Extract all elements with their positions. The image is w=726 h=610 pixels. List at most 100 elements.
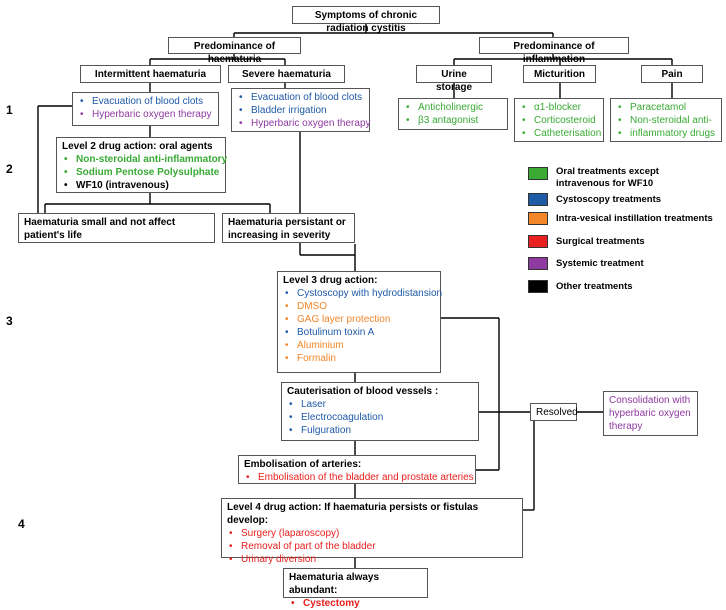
haematuria-label: Predominance of haematuria (193, 41, 276, 65)
legend-item-surgical: Surgical treatments (528, 234, 645, 248)
cauterisation-title: Cauterisation of blood vessels : (287, 386, 439, 397)
list-item: α1-blocker (520, 101, 598, 114)
list-item: Electrocoagulation (287, 411, 473, 424)
legend-swatch (528, 234, 548, 248)
legend-item-systemic: Systemic treatment (528, 256, 644, 270)
level3-title: Level 3 drug action: (283, 275, 378, 286)
legend-label-line2: intravenous for WF10 (556, 178, 654, 189)
haematuria-box: Predominance of haematuria (168, 37, 301, 65)
list-item: inflammatory drugs (616, 127, 716, 140)
list-item-continuation: inflammatory drugs (630, 128, 716, 139)
level-number-3: 3 (6, 314, 13, 328)
list-item: Removal of part of the bladder (227, 540, 517, 553)
legend-swatch (528, 256, 548, 270)
legend-item-oral: Oral treatments except intravenous for W… (528, 166, 659, 190)
haematuria-small-line2: patient's life (24, 230, 82, 241)
list-item: Non-steroidal anti-inflammatory (62, 153, 227, 166)
list-item: Sodium Pentose Polysulphate (62, 166, 220, 179)
list-item: Evacuation of blood clots (78, 95, 213, 108)
legend-label: Surgical treatments (556, 235, 645, 247)
level3-box: Level 3 drug action: Cystoscopy with hyd… (277, 271, 442, 373)
root-label: Symptoms of chronic radiation cystitis (314, 10, 418, 34)
micturition-box: Micturition (523, 65, 596, 83)
cauterisation-box: Cauterisation of blood vessels : Laser E… (281, 382, 479, 441)
level-number-4: 4 (18, 517, 25, 531)
list-item: Anticholinergic (404, 101, 502, 114)
list-item: Formalin (283, 352, 435, 365)
severe-label: Severe haematuria (242, 69, 331, 80)
inflammation-box: Predominance of inflammation (479, 37, 629, 65)
legend-item-cystoscopy: Cystoscopy treatments (528, 192, 661, 206)
haematuria-small-line1: Haematuria small and not affect (24, 217, 176, 228)
legend-swatch (528, 167, 548, 180)
list-item: Non-steroidal anti- (616, 114, 716, 127)
list-item: β3 antagonist (404, 114, 502, 127)
list-item: Laser (287, 398, 473, 411)
list-item: Catheterisation (520, 127, 601, 140)
pain-label: Pain (661, 69, 683, 80)
legend-swatch (528, 211, 548, 225)
embolisation-box: Embolisation of arteries: Embolisation o… (238, 455, 476, 484)
legend-label: Other treatments (556, 280, 633, 292)
root-box: Symptoms of chronic radiation cystitis (292, 6, 440, 34)
legend-label: Cystoscopy treatments (556, 193, 662, 205)
consolidation-line3: therapy (609, 421, 643, 432)
list-item: Botulinum toxin A (283, 326, 435, 339)
urine-storage-list: Anticholinergic β3 antagonist (398, 98, 508, 130)
list-item: Cystectomy (289, 597, 422, 610)
list-item: Surgery (laparoscopy) (227, 527, 517, 540)
embolisation-title: Embolisation of arteries: (244, 459, 362, 470)
severe-list: Evacuation of blood clots Bladder irriga… (231, 88, 371, 132)
legend-label: Systemic treatment (556, 257, 644, 269)
inflammation-label: Predominance of inflammation (513, 41, 595, 65)
legend-item-intravesical: Intra-vesical instillation treatments (528, 211, 713, 225)
severe-box: Severe haematuria (228, 65, 345, 83)
list-item: GAG layer protection (283, 313, 435, 326)
legend-label: Intra-vesical instillation treatments (556, 212, 713, 224)
abundant-title: Haematuria always abundant: (289, 572, 380, 596)
list-item: Paracetamol (616, 101, 716, 114)
micturition-list: α1-blocker Corticosteroid Catheterisatio… (514, 98, 604, 142)
intermittent-list: Evacuation of blood clots Hyperbaric oxy… (72, 92, 219, 126)
list-item: Bladder irrigation (237, 104, 364, 117)
legend-swatch (528, 192, 548, 206)
level4-box: Level 4 drug action: If haematuria persi… (221, 498, 523, 566)
consolidation-line2: hyperbaric oxygen (609, 408, 691, 419)
list-item: Embolisation of the bladder and prostate… (244, 471, 474, 484)
resolved-label: Resolved (536, 407, 578, 418)
abundant-box: Haematuria always abundant: Cystectomy (283, 568, 428, 610)
haematuria-small-box: Haematuria small and not affect patient'… (18, 213, 215, 243)
micturition-label: Micturition (533, 69, 586, 80)
resolved-box: Resolved (530, 403, 578, 421)
legend-item-other: Other treatments (528, 279, 633, 293)
list-item: Hyperbaric oxygen therapy (237, 117, 371, 130)
haematuria-persistent-box: Haematuria persistant or increasing in s… (222, 213, 355, 243)
list-item: Urinary diversion (227, 553, 517, 566)
level2-box: Level 2 drug action: oral agents Non-ste… (56, 137, 227, 193)
urine-storage-label: Urine storage (435, 69, 473, 93)
list-item: Fulguration (287, 424, 473, 437)
intermittent-box: Intermittent haematuria (80, 65, 221, 83)
urine-storage-box: Urine storage (416, 65, 492, 93)
list-item: Cystoscopy with hydrodistansion (283, 287, 442, 300)
list-item: Evacuation of blood clots (237, 91, 364, 104)
pain-box: Pain (641, 65, 703, 83)
list-item: Hyperbaric oxygen therapy (78, 108, 213, 121)
level2-title: Level 2 drug action: oral agents (62, 141, 213, 152)
level4-title: Level 4 drug action: If haematuria persi… (227, 502, 479, 526)
list-item: Aluminium (283, 339, 435, 352)
list-item: Corticosteroid (520, 114, 598, 127)
level-number-1: 1 (6, 103, 13, 117)
legend-swatch (528, 279, 548, 293)
haematuria-persistent-line2: increasing in severity (228, 230, 331, 241)
legend-label: Oral treatments except (556, 166, 659, 177)
consolidation-line1: Consolidation with (609, 395, 691, 406)
list-item: DMSO (283, 300, 435, 313)
intermittent-label: Intermittent haematuria (94, 69, 207, 80)
haematuria-persistent-line1: Haematuria persistant or (228, 217, 346, 228)
consolidation-box: Consolidation with hyperbaric oxygen the… (603, 391, 698, 436)
level-number-2: 2 (6, 162, 13, 176)
pain-list: Paracetamol Non-steroidal anti- inflamma… (610, 98, 722, 142)
